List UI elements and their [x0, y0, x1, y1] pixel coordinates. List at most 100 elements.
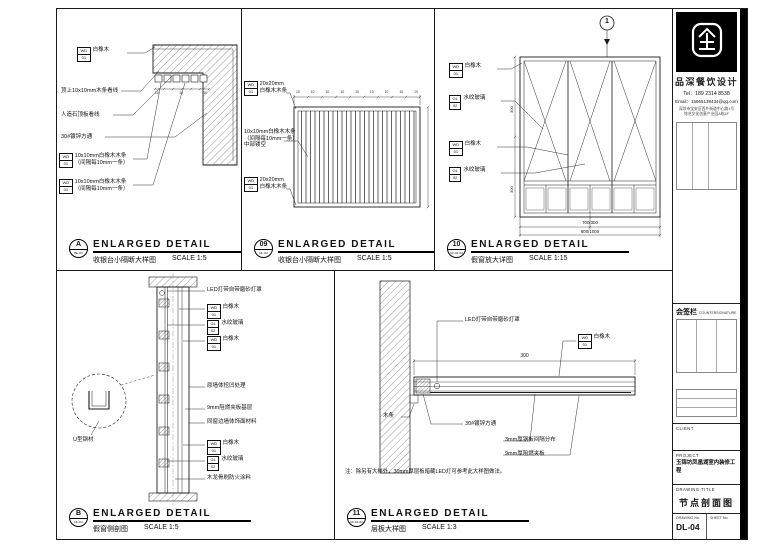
- title-underline: [471, 251, 629, 253]
- brand-address: 深圳市宝安区西乡街道中心路1号 铭艺文化创意产业园A栋4F: [678, 107, 735, 117]
- title-underline: [93, 520, 251, 522]
- panel-scale: SCALE 1:5: [172, 255, 207, 262]
- countersign-table: [676, 319, 737, 373]
- label-plywood: 9mm厚阻燃夹板: [505, 451, 545, 457]
- drawing-title-label: DRAWING TITLE: [673, 484, 740, 493]
- label-led: LED灯带自带磨砂灯罩: [207, 287, 262, 293]
- sheet-no-cell: SHEET No.: [706, 514, 740, 539]
- panel-scale: SCALE 1:5: [357, 255, 392, 262]
- label-led: LED灯带自带磨砂灯罩: [465, 317, 520, 323]
- note-text: 注：除另有大样外，30mm厚层板暗藏LED灯可参考此大样图做法。: [345, 469, 506, 475]
- drawing-title: 节点剖面图: [678, 498, 734, 508]
- revision-table: [676, 122, 737, 190]
- panel-scale: SCALE 1:5: [144, 524, 179, 531]
- countersign-header: 会签栏 COUNTERSIGNATURE: [673, 303, 740, 319]
- dim-bottom-1: 700/300: [582, 220, 598, 225]
- brand-logo: [676, 12, 737, 72]
- title-block: 品深餐饮设计 Tel：189 2314 8538 Email：156651384…: [672, 9, 740, 539]
- title-underline: [278, 251, 434, 253]
- project-name: 玉锦坊凤凰湖室内装修工程: [676, 460, 736, 474]
- panel-title-en: ENLARGED DETAIL: [93, 239, 212, 251]
- title-underline: [371, 520, 529, 522]
- panel-scale: SCALE 1:15: [529, 255, 568, 262]
- panel-title-en: ENLARGED DETAIL: [471, 239, 590, 251]
- label-finish: 同窗边墙体饰面材料: [207, 419, 257, 425]
- label-plywood: 9mm阻燃夹板基层: [207, 405, 253, 411]
- client-label: CLIENT: [673, 423, 740, 432]
- label-fire: 木龙骨刷防火涂料: [207, 475, 252, 481]
- panel-title-en: ENLARGED DETAIL: [278, 239, 397, 251]
- info-table: [676, 388, 737, 418]
- label-top-strip: 顶上10x10mm木条看线: [61, 88, 119, 94]
- panel-a-linework: [105, 44, 238, 186]
- label-tube: 30#镀锌方通: [61, 134, 93, 140]
- brand-name: 品深餐饮设计: [674, 77, 738, 87]
- label-text: 白橡木: [92, 47, 110, 53]
- dim-bottom-2: 800/1000: [580, 228, 600, 234]
- label-stone: 人造石顶板看线: [61, 112, 100, 118]
- brand-logo-emblem: [691, 22, 722, 58]
- label-mid-strips: 10x10mm白橡木木条（间隔每10mm一条）中部镂空: [244, 129, 298, 149]
- panel-subtitle: 假窗侧剖图: [93, 526, 128, 533]
- panel-title-en: ENLARGED DETAIL: [371, 508, 490, 520]
- elevation-marker: 1: [605, 18, 609, 25]
- panel-subtitle: 收银台小隔断大样图: [278, 257, 341, 264]
- label-usteel: U型钢材: [73, 437, 94, 443]
- dim-300: 300: [520, 353, 529, 359]
- title-underline: [93, 251, 241, 253]
- label-wall: 原墙体挖凹处理: [207, 383, 246, 389]
- dim-left-1: 300: [509, 106, 514, 113]
- label-tube: 30#镀锌方通: [465, 421, 497, 427]
- panel-title-en: ENLARGED DETAIL: [93, 508, 212, 520]
- label-steel: 3mm厚钢板间隔分布: [505, 437, 556, 443]
- panel-10-linework: [497, 15, 662, 237]
- panel-b-linework: [71, 273, 205, 505]
- panel-11-linework: [379, 280, 637, 474]
- dim-left-2: 300: [509, 186, 514, 193]
- panel-09-linework: [284, 92, 430, 209]
- panel-subtitle: 收银台小隔断大样图: [93, 257, 156, 264]
